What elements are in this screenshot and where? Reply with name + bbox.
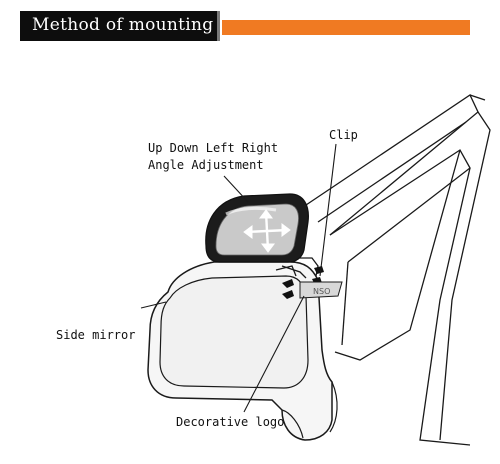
car-door-frame [305,94,491,446]
blind-spot-mirror [205,193,309,263]
adjustment-label-line2: Angle Adjustment [148,158,264,172]
adjustment-label-line1: Up Down Left Right [148,141,279,155]
callout-leader-lines [140,143,337,413]
four-way-arrows-icon [243,209,291,253]
clip-label: Clip [329,128,358,142]
page-title: Method of mounting [32,15,214,35]
decorative-logo-strip: NSO [299,281,343,299]
header-bar: Method of mounting [20,11,220,41]
decorative-logo-label: Decorative logo [176,415,285,429]
header-accent-rule [222,20,470,35]
logo-mark: NSO [313,287,330,296]
side-mirror-label: Side mirror [56,328,136,342]
adjustment-label: Up Down Left Right Angle Adjustment [148,140,278,174]
